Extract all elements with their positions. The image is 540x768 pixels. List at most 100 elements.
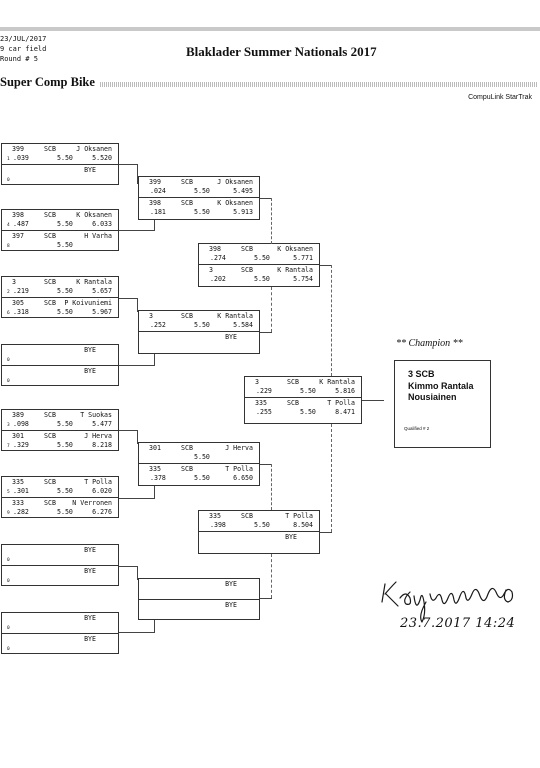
car-number: 301	[12, 432, 24, 440]
dial-in: 5.50	[194, 453, 210, 461]
connector-r3-m2-dash	[331, 424, 332, 532]
driver-name: T Polla	[285, 512, 313, 520]
champion-qualified: Qualified # 2	[404, 426, 430, 431]
connector-r1-m6	[119, 498, 155, 499]
round-number: Round # 5	[0, 55, 38, 63]
r2-slot-8: BYE	[139, 600, 259, 620]
car-number: 3	[255, 378, 259, 386]
timing-brand: CompuLink StarTrak	[468, 94, 532, 101]
lane-number: 0	[7, 579, 10, 584]
connector-r3-m2	[320, 532, 332, 533]
elapsed-time: 5.967	[92, 308, 112, 316]
driver-name: T Polla	[225, 465, 253, 473]
car-number: 3	[209, 266, 213, 274]
connector-r1-m2-rise	[154, 220, 155, 230]
car-class: SCB	[44, 145, 56, 153]
lane-number: 3	[7, 423, 10, 428]
driver-name: K Rantala	[76, 278, 112, 286]
r2-slot-4: BYE	[139, 332, 259, 352]
bye-label: BYE	[225, 333, 237, 341]
lane-number: 0	[7, 647, 10, 652]
bye-label: BYE	[84, 346, 96, 354]
elapsed-time: 8.471	[335, 408, 355, 416]
dial-in: 5.50	[194, 321, 210, 329]
driver-name: K Rantala	[217, 312, 253, 320]
dial-in: 5.50	[254, 254, 270, 262]
dial-in: 5.50	[254, 275, 270, 283]
connector-r1-m7-rise	[137, 566, 138, 580]
dial-in: 5.50	[194, 187, 210, 195]
driver-name: H Varha	[84, 232, 112, 240]
lane-number: 0	[7, 358, 10, 363]
r1-slot-8: BYE 0	[2, 366, 118, 386]
lane-number: 1	[7, 157, 10, 162]
r1-match-8: BYE 0 BYE 0	[1, 612, 119, 654]
car-number: 335	[149, 465, 161, 473]
car-class: SCB	[241, 245, 253, 253]
car-number: 398	[209, 245, 221, 253]
connector-r1-m4-rise	[154, 354, 155, 365]
connector-r2-m2	[260, 332, 272, 333]
connector-r1-m8-rise	[154, 620, 155, 632]
car-number: 3	[12, 278, 16, 286]
r1-slot-15: BYE 0	[2, 613, 118, 634]
car-class: SCB	[287, 378, 299, 386]
event-meta: 23/JUL/2017 9 car field Round # 5	[0, 34, 46, 64]
car-class: SCB	[181, 312, 193, 320]
car-class: SCB	[44, 499, 56, 507]
champion-label: ** Champion **	[396, 338, 463, 349]
car-number: 398	[12, 211, 24, 219]
driver-name: K Oksanen	[76, 211, 112, 219]
car-class: SCB	[181, 465, 193, 473]
connector-r1-m3-rise	[137, 298, 138, 312]
champion-number-class: 3 SCB	[408, 369, 435, 379]
event-date: 23/JUL/2017	[0, 35, 47, 43]
bye-label: BYE	[84, 635, 96, 643]
elapsed-time: 5.913	[233, 208, 253, 216]
lane-number: 0	[7, 178, 10, 183]
connector-r1-m2	[119, 230, 155, 231]
dial-in: 5.50	[57, 220, 73, 228]
car-class: SCB	[44, 432, 56, 440]
car-number: 399	[149, 178, 161, 186]
bye-label: BYE	[84, 166, 96, 174]
bye-label: BYE	[225, 580, 237, 588]
connector-r1-m5	[119, 430, 138, 431]
class-heading-fill	[100, 82, 538, 87]
car-class: SCB	[44, 278, 56, 286]
elapsed-time: 5.657	[92, 287, 112, 295]
car-number: 305	[12, 299, 24, 307]
reaction-time: .181	[150, 208, 166, 216]
reaction-time: .282	[13, 508, 29, 516]
connector-r2-m1	[260, 198, 272, 199]
r3-slot-4: BYE	[199, 532, 319, 552]
elapsed-time: 5.816	[335, 387, 355, 395]
driver-name: J Oksanen	[76, 145, 112, 153]
elapsed-time: 5.495	[233, 187, 253, 195]
dial-in: 5.50	[57, 508, 73, 516]
connector-r1-m8	[119, 632, 155, 633]
connector-r2-m3	[260, 464, 272, 465]
lane-number: 4	[7, 223, 10, 228]
car-class: SCB	[44, 478, 56, 486]
elapsed-time: 5.477	[92, 420, 112, 428]
champion-name: Kimmo Rantala	[408, 381, 474, 391]
lane-number: 6	[7, 311, 10, 316]
lane-number: 0	[7, 379, 10, 384]
lane-number: 7	[7, 444, 10, 449]
reaction-time: .398	[210, 521, 226, 529]
car-class: SCB	[241, 266, 253, 274]
